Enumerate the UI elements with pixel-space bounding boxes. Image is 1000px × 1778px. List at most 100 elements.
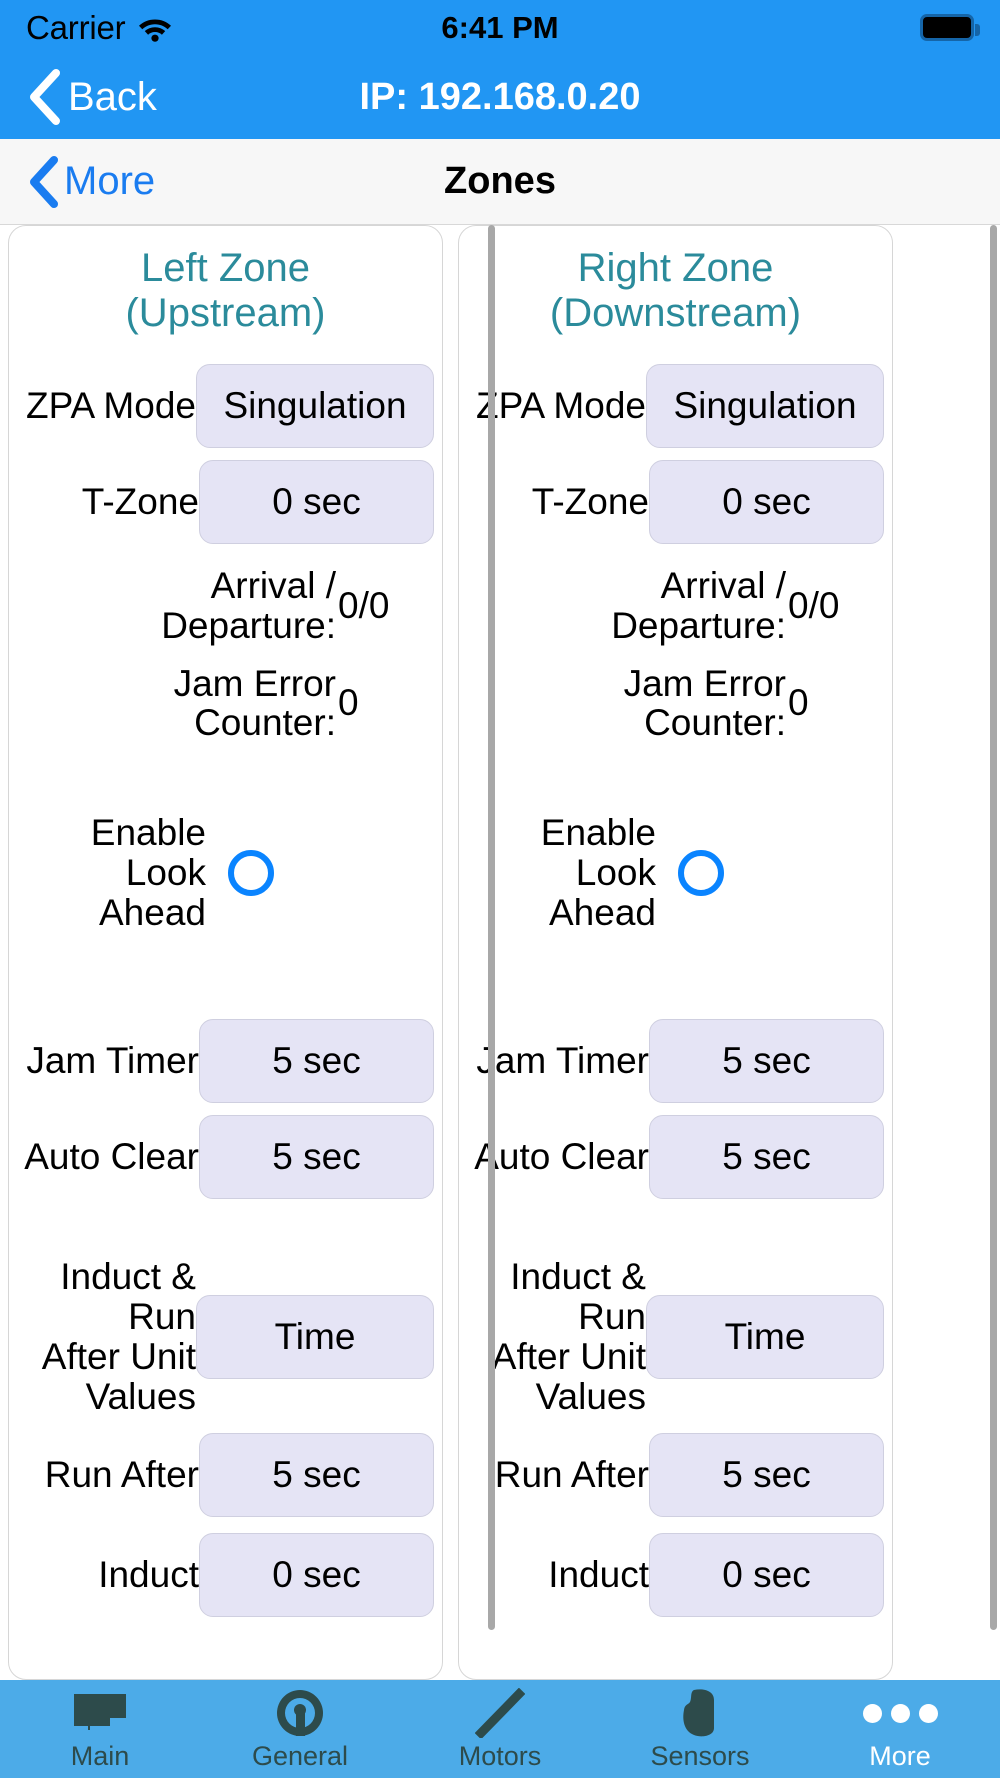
run-after-field[interactable]: 5 sec [199, 1433, 434, 1518]
chevron-left-icon [26, 69, 60, 125]
back-button-label: Back [68, 74, 157, 119]
tab-sensors-label: Sensors [650, 1741, 750, 1771]
enable-look-ahead-radio[interactable] [228, 850, 274, 897]
zpa-mode-field[interactable]: Singulation [646, 363, 884, 448]
tab-general[interactable]: General [200, 1680, 400, 1778]
zones-row: Left Zone (Upstream) ZPA Mode Singulatio… [0, 225, 1000, 1680]
sub-navigation-bar: More Zones [0, 139, 1000, 225]
zones-content-scroll[interactable]: Left Zone (Upstream) ZPA Mode Singulatio… [0, 225, 1000, 1680]
jam-timer-label: Jam Timer [476, 1040, 649, 1082]
induct-label: Induct [548, 1554, 649, 1596]
induct-label: Induct [98, 1554, 199, 1596]
tab-motors[interactable]: Motors [400, 1680, 600, 1778]
enable-look-ahead-radio[interactable] [678, 850, 724, 897]
jam-error-counter-value: 0 [338, 682, 359, 724]
row-induct-run-after-unit: Induct & Run After Unit Values Time [13, 1257, 438, 1417]
row-jam-timer: Jam Timer 5 sec [13, 1019, 438, 1104]
dot-1 [862, 1703, 882, 1723]
three-dots-icon [862, 1687, 938, 1739]
tab-general-label: General [251, 1741, 349, 1771]
zone-card-left: Left Zone (Upstream) ZPA Mode Singulatio… [8, 225, 443, 1680]
row-induct: Induct 0 sec [463, 1533, 888, 1618]
jam-timer-field[interactable]: 5 sec [649, 1019, 884, 1104]
induct-field[interactable]: 0 sec [649, 1533, 884, 1618]
induct-run-after-unit-field[interactable]: Time [646, 1295, 884, 1380]
tab-main[interactable]: Main [0, 1680, 200, 1778]
diagonal-bar-icon [475, 1687, 525, 1739]
arrival-departure-value: 0/0 [788, 584, 840, 626]
row-arrival-departure: Arrival / Departure: 0/0 [463, 564, 888, 646]
jam-error-counter-value: 0 [788, 682, 809, 724]
tab-more-label: More [869, 1741, 931, 1771]
t-zone-field[interactable]: 0 sec [649, 459, 884, 544]
row-arrival-departure: Arrival / Departure: 0/0 [13, 564, 438, 646]
more-back-label: More [64, 159, 156, 203]
induct-run-after-unit-label: Induct & Run After Unit Values [41, 1256, 196, 1418]
auto-clear-field[interactable]: 5 sec [649, 1115, 884, 1200]
arrival-departure-value: 0/0 [338, 584, 390, 626]
dot-3 [918, 1703, 938, 1723]
more-back-button[interactable]: More [26, 155, 156, 208]
induct-field[interactable]: 0 sec [199, 1533, 434, 1618]
row-t-zone: T-Zone 0 sec [13, 459, 438, 544]
zpa-mode-label: ZPA Mode [475, 384, 646, 426]
row-zpa-mode: ZPA Mode Singulation [13, 363, 438, 448]
row-zpa-mode: ZPA Mode Singulation [463, 363, 888, 448]
run-after-label: Run After [44, 1454, 199, 1496]
battery-full-icon [920, 14, 980, 41]
page-scrollbar[interactable] [990, 225, 997, 1630]
t-zone-field[interactable]: 0 sec [199, 459, 434, 544]
run-after-label: Run After [494, 1454, 649, 1496]
row-run-after: Run After 5 sec [463, 1433, 888, 1518]
back-button[interactable]: Back [26, 69, 157, 125]
arrival-departure-label: Arrival / Departure: [161, 564, 336, 646]
top-navigation-bar: Back IP: 192.168.0.20 [0, 55, 1000, 139]
jam-error-counter-label: Jam Error Counter: [173, 662, 336, 744]
row-run-after: Run After 5 sec [13, 1433, 438, 1518]
tab-motors-label: Motors [458, 1741, 542, 1771]
tab-sensors[interactable]: Sensors [600, 1680, 800, 1778]
zone-rows-right: ZPA Mode Singulation T-Zone 0 sec Arriva… [459, 363, 892, 1618]
jam-timer-field[interactable]: 5 sec [199, 1019, 434, 1104]
tab-more[interactable]: More [800, 1680, 1000, 1778]
zone-divider-scrollbar[interactable] [488, 225, 495, 1630]
row-induct-run-after-unit: Induct & Run After Unit Values Time [463, 1257, 888, 1417]
zone-card-right: Right Zone (Downstream) ZPA Mode Singula… [458, 225, 893, 1680]
zone-title-left: Left Zone (Upstream) [125, 246, 326, 335]
row-enable-look-ahead: Enable Look Ahead [463, 813, 888, 933]
zpa-mode-label: ZPA Mode [25, 384, 196, 426]
induct-run-after-unit-label: Induct & Run After Unit Values [491, 1256, 646, 1418]
auto-clear-field[interactable]: 5 sec [199, 1115, 434, 1200]
arrival-departure-label: Arrival / Departure: [611, 564, 786, 646]
jam-error-counter-label: Jam Error Counter: [623, 662, 786, 744]
dot-2 [890, 1703, 910, 1723]
sensor-blob-icon [678, 1687, 722, 1739]
row-t-zone: T-Zone 0 sec [463, 459, 888, 544]
row-jam-error-counter: Jam Error Counter: 0 [463, 662, 888, 744]
p-logo-icon [275, 1687, 325, 1739]
device-board-icon [72, 1687, 128, 1739]
bottom-tab-bar: Main General Motors Sensors [0, 1680, 1000, 1778]
wifi-icon [137, 14, 173, 42]
row-auto-clear: Auto Clear 5 sec [463, 1115, 888, 1200]
chevron-left-icon [26, 155, 58, 208]
enable-look-ahead-label: Enable Look Ahead [540, 812, 656, 934]
induct-run-after-unit-field[interactable]: Time [196, 1295, 434, 1380]
auto-clear-label: Auto Clear [24, 1136, 199, 1178]
status-bar-left: Carrier [26, 9, 173, 47]
jam-timer-label: Jam Timer [26, 1040, 199, 1082]
row-jam-error-counter: Jam Error Counter: 0 [13, 662, 438, 744]
auto-clear-label: Auto Clear [474, 1136, 649, 1178]
run-after-field[interactable]: 5 sec [649, 1433, 884, 1518]
zone-rows-left: ZPA Mode Singulation T-Zone 0 sec Arriva… [9, 363, 442, 1618]
row-enable-look-ahead: Enable Look Ahead [13, 813, 438, 933]
status-bar-right [920, 14, 980, 41]
zone-title-right: Right Zone (Downstream) [549, 246, 802, 335]
zpa-mode-field[interactable]: Singulation [196, 363, 434, 448]
tab-main-label: Main [70, 1741, 130, 1771]
enable-look-ahead-label: Enable Look Ahead [90, 812, 206, 934]
t-zone-label: T-Zone [81, 480, 199, 522]
carrier-label: Carrier [26, 8, 126, 46]
row-auto-clear: Auto Clear 5 sec [13, 1115, 438, 1200]
row-jam-timer: Jam Timer 5 sec [463, 1019, 888, 1104]
